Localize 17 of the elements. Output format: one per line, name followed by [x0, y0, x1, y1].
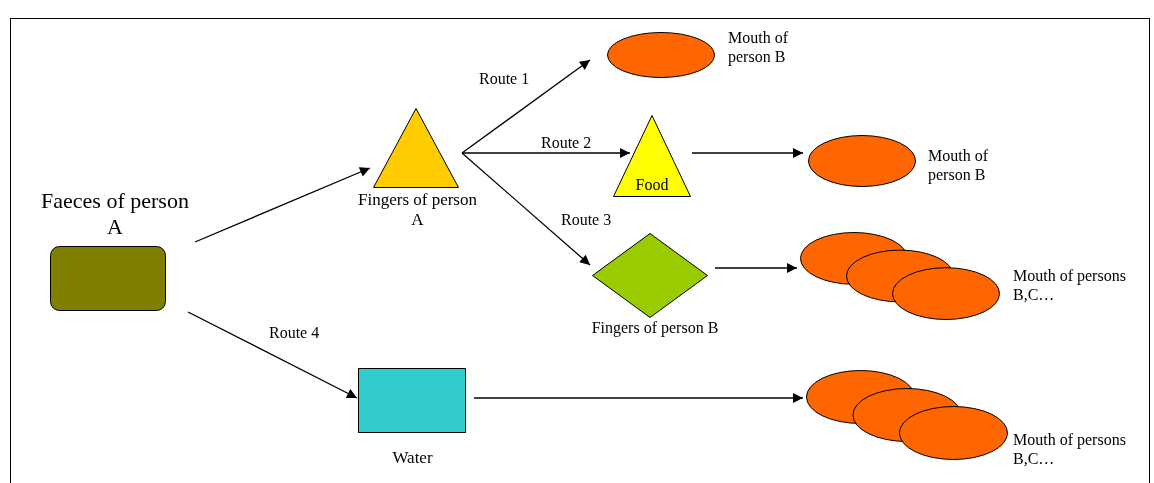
node-label: Faeces of person A — [40, 188, 190, 241]
arrow — [461, 59, 591, 154]
node-label: Fingers of person B — [590, 318, 720, 338]
node-label: Mouth of person B — [928, 146, 989, 185]
node-label: Mouth of person B — [728, 28, 789, 67]
arrow — [473, 393, 804, 403]
arrow — [194, 167, 371, 243]
node-label: Mouth of persons B,C… — [1013, 430, 1127, 469]
arrow — [461, 148, 631, 158]
node-label: Fingers of person A — [357, 190, 478, 231]
arrow — [691, 148, 804, 158]
arrow — [714, 263, 798, 273]
node-label: Water — [391, 448, 434, 469]
node-label: Mouth of persons B,C… — [1013, 266, 1127, 305]
arrow — [187, 311, 358, 399]
node-label: Food — [634, 175, 670, 195]
arrow — [461, 152, 591, 266]
